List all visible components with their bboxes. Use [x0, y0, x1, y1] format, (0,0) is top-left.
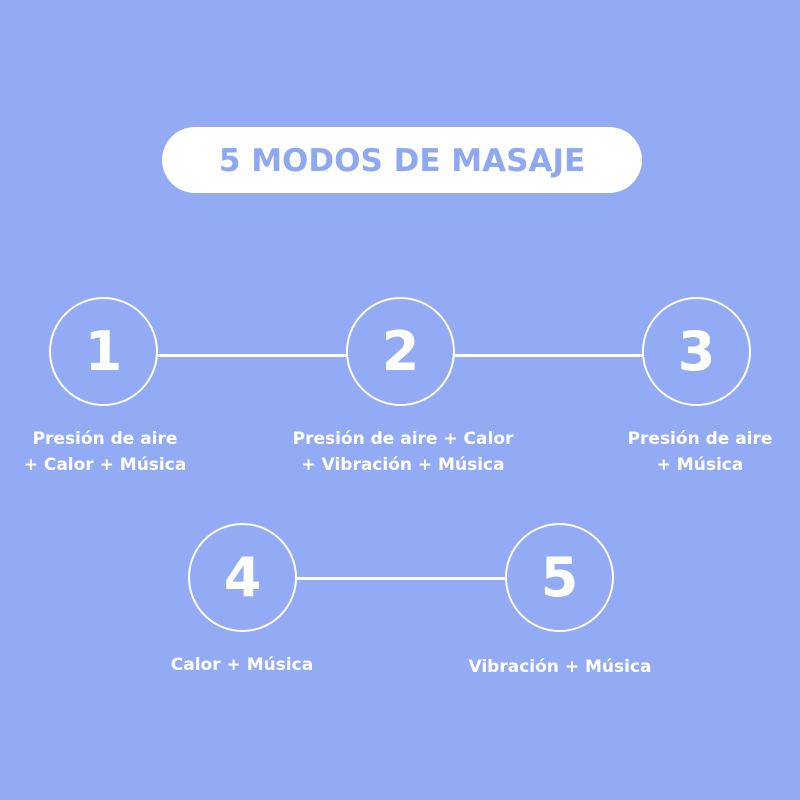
mode-4-number: 4	[223, 545, 262, 609]
mode-3-circle: 3	[642, 297, 751, 406]
mode-5-label: Vibración + Música	[468, 657, 652, 677]
mode-2-circle: 2	[346, 297, 455, 406]
mode-4-circle: 4	[188, 523, 297, 632]
connector-1-2	[158, 354, 348, 357]
mode-5-number: 5	[540, 545, 579, 609]
mode-3-number: 3	[677, 319, 716, 383]
mode-1-number: 1	[84, 319, 123, 383]
title-banner: 5 MODOS DE MASAJE	[162, 127, 642, 193]
mode-1-circle: 1	[49, 297, 158, 406]
mode-2-label: Presión de aire + Calor + Vibración + Mú…	[292, 429, 514, 475]
page-title: 5 MODOS DE MASAJE	[218, 143, 586, 179]
mode-5-circle: 5	[505, 523, 614, 632]
connector-2-3	[455, 354, 644, 357]
mode-4-label: Calor + Música	[170, 655, 314, 675]
mode-3-label: Presión de aire + Música	[627, 429, 773, 475]
connector-4-5	[296, 577, 506, 580]
mode-2-number: 2	[381, 319, 420, 383]
mode-1-label: Presión de aire + Calor + Música	[23, 429, 187, 475]
